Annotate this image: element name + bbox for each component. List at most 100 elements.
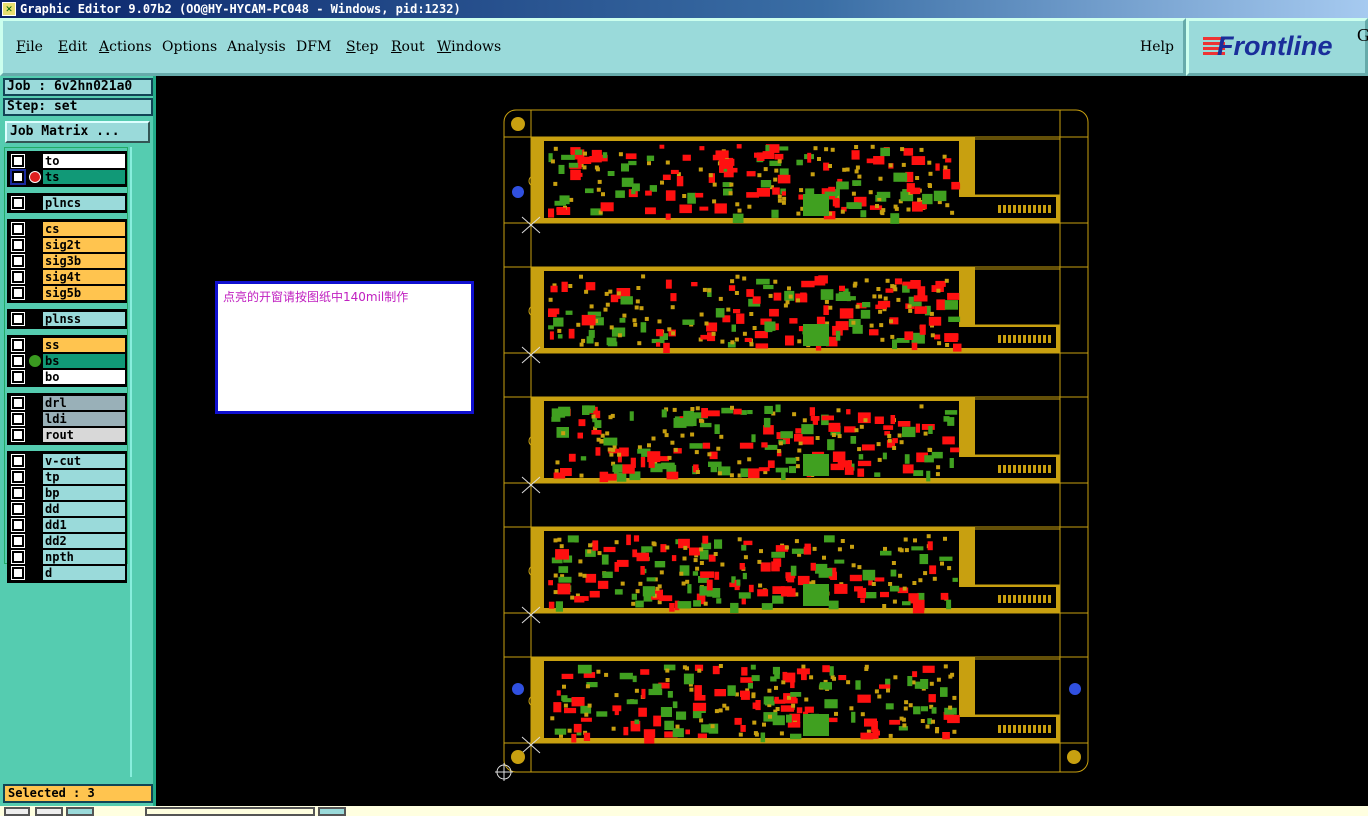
layer-name[interactable]: bs (43, 354, 125, 368)
layer-list-scrollbar[interactable] (130, 147, 152, 777)
status-button-3[interactable] (66, 807, 94, 816)
layer-name[interactable]: bp (43, 486, 125, 500)
component-pad (908, 296, 914, 304)
status-button-2[interactable] (35, 807, 63, 816)
layer-name[interactable]: sig5b (43, 286, 125, 300)
component-pad (640, 322, 647, 333)
layer-name[interactable]: plncs (43, 196, 125, 210)
layer-checkbox[interactable] (11, 566, 25, 580)
component-pad (783, 436, 790, 445)
layer-name[interactable]: sig4t (43, 270, 125, 284)
component-pad (732, 213, 744, 223)
layer-checkbox[interactable] (11, 196, 25, 210)
layer-checkbox[interactable] (11, 550, 25, 564)
layer-checkbox[interactable] (11, 428, 25, 442)
layer-name[interactable]: npth (43, 550, 125, 564)
layer-checkbox[interactable] (11, 270, 25, 284)
layer-row-plnss[interactable]: plnss (9, 311, 125, 327)
layer-row-bs[interactable]: bs (9, 353, 125, 369)
pcb-panel-view[interactable] (156, 76, 1368, 806)
layer-name[interactable]: cs (43, 222, 125, 236)
layer-name[interactable]: v-cut (43, 454, 125, 468)
component-pad (785, 672, 796, 683)
layer-checkbox[interactable] (11, 312, 25, 326)
component-pad (609, 452, 614, 457)
layer-row-dd1[interactable]: dd1 (9, 517, 125, 533)
layer-row-ldi[interactable]: ldi (9, 411, 125, 427)
layer-row-cs[interactable]: cs (9, 221, 125, 237)
layer-name[interactable]: sig2t (43, 238, 125, 252)
layer-checkbox[interactable] (11, 486, 25, 500)
layer-checkbox[interactable] (11, 412, 25, 426)
layer-checkbox[interactable] (11, 254, 25, 268)
layer-checkbox[interactable] (11, 370, 25, 384)
layer-name[interactable]: to (43, 154, 125, 168)
layer-row-dd2[interactable]: dd2 (9, 533, 125, 549)
layer-checkbox[interactable] (11, 238, 25, 252)
layer-checkbox[interactable] (11, 338, 25, 352)
layer-row-sig2t[interactable]: sig2t (9, 237, 125, 253)
menu-rout[interactable]: Rout (391, 39, 425, 55)
layer-checkbox[interactable] (11, 470, 25, 484)
status-button-4[interactable] (318, 807, 346, 816)
layer-checkbox[interactable] (11, 502, 25, 516)
layer-name[interactable]: tp (43, 470, 125, 484)
job-matrix-button[interactable]: Job Matrix ... (5, 121, 150, 143)
layer-row-tp[interactable]: tp (9, 469, 125, 485)
layer-row-d[interactable]: d (9, 565, 125, 581)
layer-row-bo[interactable]: bo (9, 369, 125, 385)
layer-row-v-cut[interactable]: v-cut (9, 453, 125, 469)
layer-checkbox[interactable] (11, 222, 25, 236)
component-pad (694, 664, 704, 671)
layer-name[interactable]: dd1 (43, 518, 125, 532)
layer-name[interactable]: dd2 (43, 534, 125, 548)
menu-windows[interactable]: Windows (437, 39, 502, 55)
layer-name[interactable]: rout (43, 428, 125, 442)
layer-name[interactable]: ss (43, 338, 125, 352)
menu-step[interactable]: Step (346, 39, 379, 55)
layer-row-dd[interactable]: dd (9, 501, 125, 517)
menu-help[interactable]: Help (1140, 39, 1174, 55)
layer-name[interactable]: drl (43, 396, 125, 410)
layer-row-drl[interactable]: drl (9, 395, 125, 411)
layer-checkbox[interactable] (11, 154, 25, 168)
layer-row-to[interactable]: to (9, 153, 125, 169)
layer-row-sig3b[interactable]: sig3b (9, 253, 125, 269)
menu-options[interactable]: Options (162, 39, 218, 55)
component-pad (673, 447, 678, 452)
layer-name[interactable]: d (43, 566, 125, 580)
layer-checkbox[interactable] (11, 534, 25, 548)
layer-row-rout[interactable]: rout (9, 427, 125, 443)
layer-name[interactable]: bo (43, 370, 125, 384)
layer-checkbox[interactable] (11, 396, 25, 410)
component-pad (791, 548, 804, 554)
menu-file[interactable]: File (16, 39, 43, 55)
layer-checkbox[interactable] (11, 454, 25, 468)
layer-checkbox[interactable] (11, 354, 25, 368)
layer-row-bp[interactable]: bp (9, 485, 125, 501)
layer-checkbox[interactable] (11, 286, 25, 300)
layer-row-sig4t[interactable]: sig4t (9, 269, 125, 285)
layer-row-npth[interactable]: npth (9, 549, 125, 565)
layer-row-ts[interactable]: ts (9, 169, 125, 185)
layer-name[interactable]: plnss (43, 312, 125, 326)
component-pad (946, 599, 952, 610)
layer-checkbox[interactable] (10, 169, 26, 185)
layer-row-sig5b[interactable]: sig5b (9, 285, 125, 301)
layer-row-plncs[interactable]: plncs (9, 195, 125, 211)
layer-name[interactable]: ldi (43, 412, 125, 426)
menu-actions[interactable]: Actions (99, 39, 152, 55)
menu-analysis[interactable]: Analysis (227, 39, 286, 55)
menu-dfm[interactable]: DFM (296, 39, 332, 55)
status-button-1[interactable] (4, 807, 30, 816)
component-pad (740, 468, 749, 478)
layer-name[interactable]: sig3b (43, 254, 125, 268)
menu-edit[interactable]: Edit (58, 39, 88, 55)
graphic-canvas[interactable] (156, 76, 1368, 806)
layer-name[interactable]: ts (43, 170, 125, 184)
component-pad (904, 454, 910, 464)
layer-row-ss[interactable]: ss (9, 337, 125, 353)
command-input[interactable] (145, 807, 315, 816)
layer-checkbox[interactable] (11, 518, 25, 532)
layer-name[interactable]: dd (43, 502, 125, 516)
